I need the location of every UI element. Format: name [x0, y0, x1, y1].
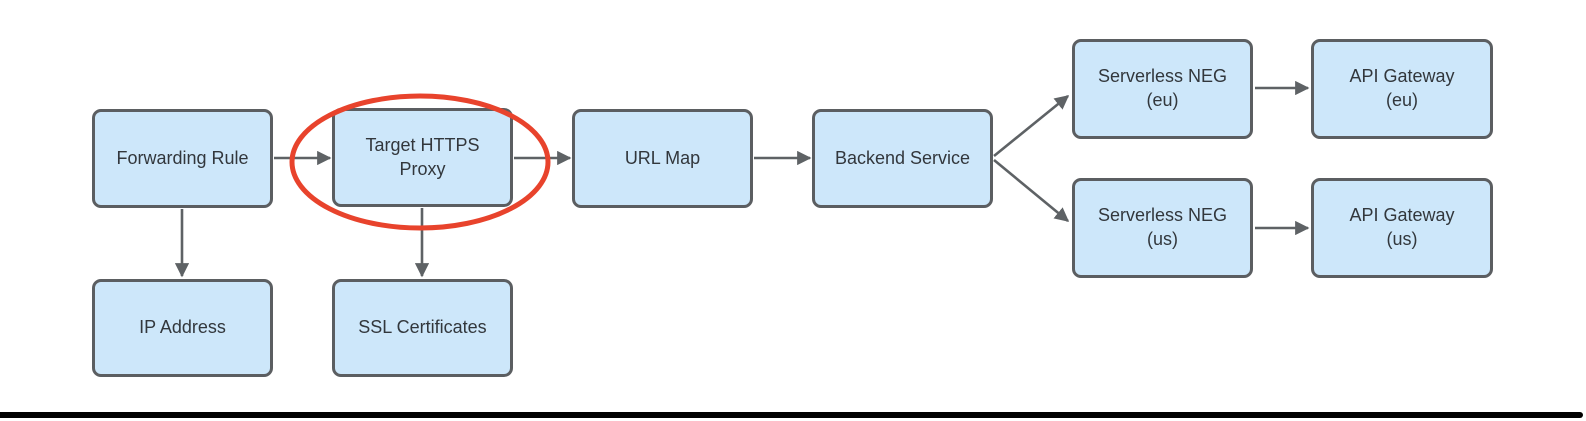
node-target-https-proxy: Target HTTPS Proxy — [332, 108, 513, 207]
node-ssl-certificates: SSL Certificates — [332, 279, 513, 377]
node-url-map: URL Map — [572, 109, 753, 208]
node-serverless-neg-eu: Serverless NEG (eu) — [1072, 39, 1253, 139]
node-backend-service: Backend Service — [812, 109, 993, 208]
node-ip-address: IP Address — [92, 279, 273, 377]
edge-backend-service-to-serverless-neg-eu — [993, 94, 1070, 158]
node-api-gateway-us: API Gateway (us) — [1311, 178, 1493, 278]
node-serverless-neg-us: Serverless NEG (us) — [1072, 178, 1253, 278]
bottom-edge-bar — [0, 412, 1583, 418]
node-forwarding-rule: Forwarding Rule — [92, 109, 273, 208]
edge-backend-service-to-serverless-neg-us — [993, 158, 1070, 223]
node-api-gateway-eu: API Gateway (eu) — [1311, 39, 1493, 139]
